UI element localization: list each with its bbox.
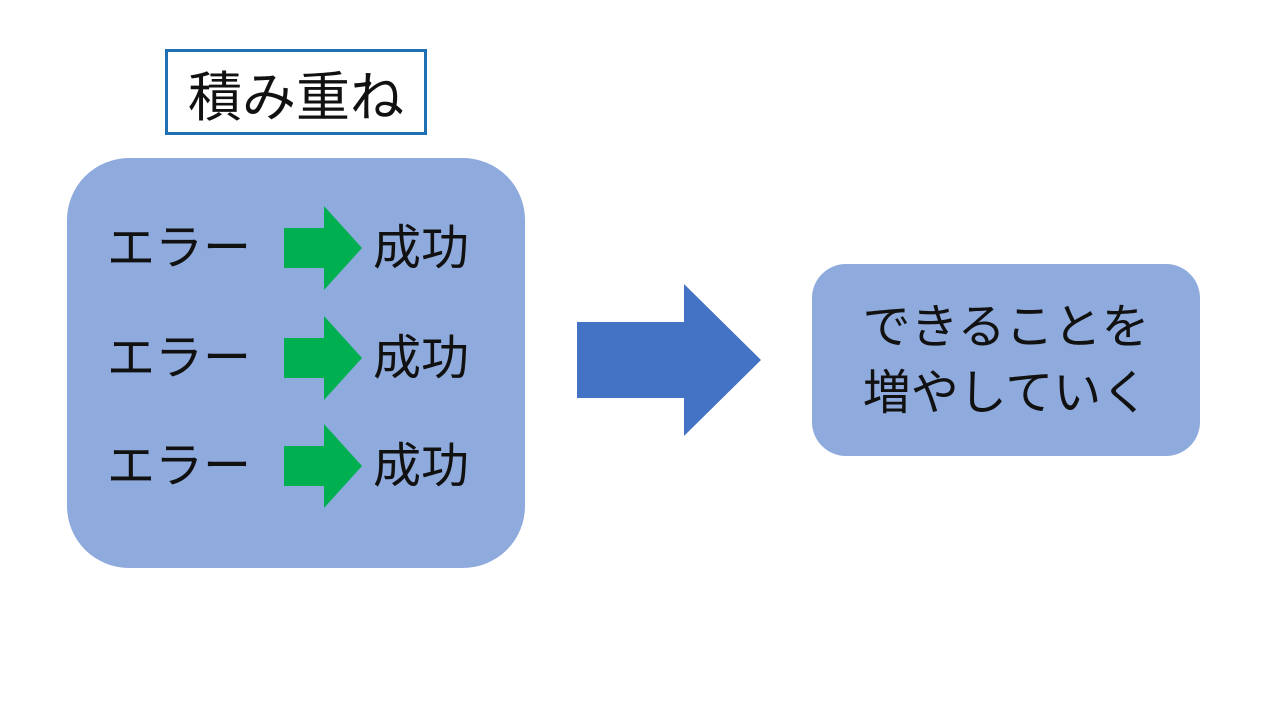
- step-to-label: 成功: [373, 438, 470, 494]
- title-text: 積み重ね: [188, 65, 404, 129]
- step-row: エラー 成功: [107, 424, 507, 508]
- result-line1: できることを: [862, 299, 1150, 355]
- step-row: エラー 成功: [107, 316, 507, 400]
- result-line2: 増やしていく: [862, 365, 1150, 421]
- result-box: できることを 増やしていく: [812, 264, 1200, 456]
- step-from-label: エラー: [107, 330, 252, 386]
- steps-panel: エラー 成功 エラー 成功 エラー 成功: [67, 158, 525, 568]
- arrow-right-icon: [284, 206, 362, 290]
- step-from-label: エラー: [107, 220, 252, 276]
- step-row: エラー 成功: [107, 206, 507, 290]
- step-to-label: 成功: [373, 220, 470, 276]
- arrow-right-icon: [284, 316, 362, 400]
- step-from-label: エラー: [107, 438, 252, 494]
- arrow-right-icon: [284, 424, 362, 508]
- step-to-label: 成功: [373, 330, 470, 386]
- title-box: 積み重ね: [165, 49, 427, 135]
- big-arrow-right-icon: [577, 284, 761, 436]
